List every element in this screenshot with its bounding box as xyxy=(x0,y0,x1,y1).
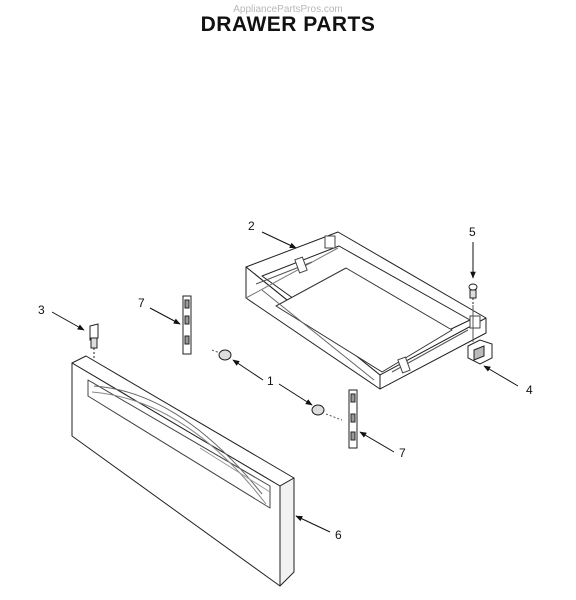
roller-lower xyxy=(311,404,343,421)
roller-upper xyxy=(211,349,232,361)
page-title: DRAWER PARTS xyxy=(200,13,376,36)
screw-part xyxy=(468,283,478,305)
callout-7-upper: 7 xyxy=(138,296,145,310)
drawer-body xyxy=(245,231,487,390)
callout-5: 5 xyxy=(469,225,476,239)
callout-1: 1 xyxy=(267,374,274,388)
leader-lines xyxy=(51,231,519,533)
callout-2: 2 xyxy=(248,219,255,233)
watermark: AppliancePartsPros.com xyxy=(233,4,343,15)
callout-7-lower: 7 xyxy=(399,446,406,460)
callout-4: 4 xyxy=(526,383,533,397)
stud-part xyxy=(89,323,99,360)
drawer-front-panel xyxy=(71,355,295,587)
slide-rail-right xyxy=(348,389,358,449)
callout-6: 6 xyxy=(335,528,342,542)
slide-rail-left xyxy=(182,295,192,355)
bracket-part xyxy=(467,305,493,365)
callout-3: 3 xyxy=(38,303,45,317)
